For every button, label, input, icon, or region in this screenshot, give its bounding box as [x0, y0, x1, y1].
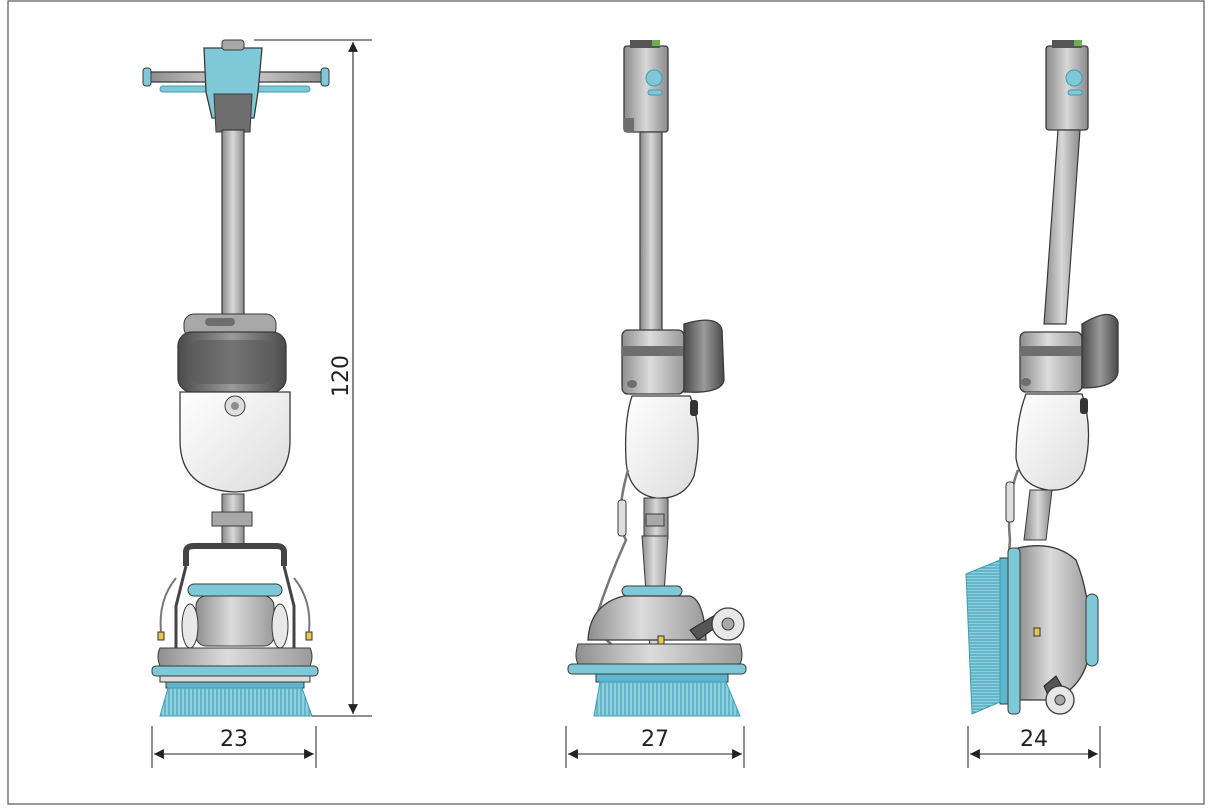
height-label: 120	[329, 355, 354, 397]
width-label-front: 23	[220, 727, 248, 752]
dimension-width-front: 23	[151, 726, 317, 768]
tilted-view	[965, 40, 1119, 715]
dimension-width-side: 27	[565, 726, 745, 768]
width-label-tilted: 24	[1020, 727, 1048, 752]
wheel-icon	[711, 607, 745, 641]
page-border	[7, 0, 1205, 805]
side-view	[567, 40, 747, 717]
width-label-side: 27	[641, 727, 669, 752]
front-view	[142, 39, 330, 717]
dimension-height: 120	[254, 39, 372, 717]
brush-icon	[159, 681, 313, 717]
dimension-width-tilted: 24	[967, 726, 1101, 768]
